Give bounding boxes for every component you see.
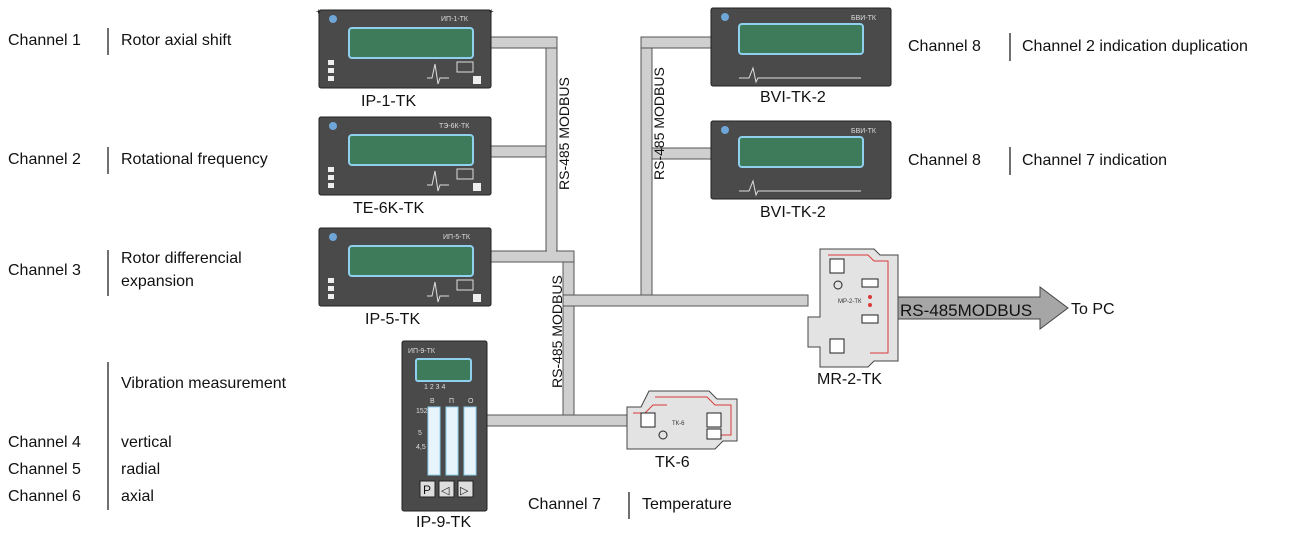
panel-title: БВИ-ТК: [851, 128, 877, 135]
bus-tap-ip5: [490, 250, 575, 263]
bus-label-lower: RS-485 MODBUS: [549, 275, 565, 388]
scale-label-a: О: [468, 398, 474, 405]
bar-radial: [445, 406, 459, 476]
indicator-icon: [473, 294, 481, 302]
gear-icon: [658, 430, 668, 440]
device-tk6: ТК-6: [626, 390, 738, 450]
ch7-desc: Temperature: [642, 496, 732, 513]
device-ip1-name: IP-1-TK: [361, 93, 416, 110]
terminal-icon: [829, 258, 845, 274]
tick-mid: 5: [418, 430, 422, 437]
ch1-label: Channel 1: [8, 32, 81, 49]
device-bvi1-name: BVI-TK-2: [760, 89, 826, 106]
svg-text:+: +: [489, 7, 494, 16]
device-ip5: ИП-5-ТК: [318, 227, 492, 307]
right-button[interactable]: [457, 480, 474, 498]
p-button[interactable]: [419, 480, 436, 498]
panel-title: МР-2-ТК: [838, 299, 862, 305]
bus-tap-ip9: [486, 414, 628, 427]
display-screen: [348, 134, 474, 166]
bus-tap-bvi1: [640, 36, 712, 49]
ch4-label: Channel 4: [8, 434, 81, 451]
ch8a-desc: Channel 2 indication duplication: [1022, 38, 1248, 55]
device-tk6-name: TK-6: [655, 454, 690, 471]
vibration-title: Vibration measurement: [121, 375, 287, 392]
device-bvi2: БВИ-ТК: [710, 120, 892, 200]
ch5-desc: radial: [121, 461, 160, 478]
ch6-desc: axial: [121, 488, 154, 505]
channel-labels-right: Channel 8 Channel 2 indication duplicati…: [908, 33, 1248, 175]
bar-axial: [463, 406, 477, 476]
logo-icon: [329, 122, 337, 130]
logo-icon: [329, 233, 337, 241]
device-bvi1: БВИ-ТК: [710, 7, 892, 87]
display-screen: [738, 23, 864, 55]
terminal-icon: [706, 412, 722, 428]
indicator-icon: [473, 76, 481, 84]
ch8b-label: Channel 8: [908, 152, 981, 169]
ch1-desc: Rotor axial shift: [121, 32, 232, 49]
left-button[interactable]: [438, 480, 455, 498]
left-arrow-icon: ◁: [441, 485, 450, 497]
ch8b-desc: Channel 7 indication: [1022, 152, 1167, 169]
panel-title: ИП-5-ТК: [443, 234, 471, 241]
arrow-to-pc: RS-485MODBUS To PC: [879, 286, 1115, 330]
p-button-label: P: [423, 483, 431, 497]
scale-label-r: П: [449, 398, 454, 405]
ch5-label: Channel 5: [8, 461, 81, 478]
tick-top: 152: [416, 408, 428, 415]
logo-icon: [721, 126, 729, 134]
logo-icon: [329, 15, 337, 23]
display-screen: [415, 358, 472, 382]
display-screen: [348, 245, 474, 277]
panel-title: ИП-1-ТК: [441, 16, 469, 23]
arrow-shape: [879, 286, 1069, 330]
ch3-label: Channel 3: [8, 262, 81, 279]
logo-icon: [721, 13, 729, 21]
channel-digits: 1 2 3 4: [424, 384, 446, 391]
gear-icon: [833, 280, 843, 290]
tick-low: 4,5: [416, 444, 426, 451]
device-ip9-name: IP-9-TK: [416, 514, 471, 531]
panel-title: БВИ-ТК: [851, 15, 877, 22]
display-screen: [738, 136, 864, 168]
terminal-icon: [829, 338, 845, 354]
ch8a-label: Channel 8: [908, 38, 981, 55]
device-ip1: ИП-1-ТК + +: [316, 7, 494, 89]
panel-title: ТК-6: [672, 421, 685, 427]
panel-title: ТЭ-6К-ТК: [439, 123, 470, 130]
bus-label-right: RS-485 MODBUS: [651, 67, 667, 180]
ch3-desc-line1: Rotor differencial: [121, 250, 242, 267]
ch6-label: Channel 6: [8, 488, 81, 505]
device-te6k-name: TE-6K-TK: [353, 200, 424, 217]
device-ip5-name: IP-5-TK: [365, 311, 420, 328]
indicator-icon: [473, 183, 481, 191]
device-bvi2-name: BVI-TK-2: [760, 204, 826, 221]
display-screen: [348, 27, 474, 59]
ch3-desc-line2: expansion: [121, 273, 194, 290]
to-pc-label: To PC: [1071, 301, 1115, 318]
right-arrow-icon: ▷: [460, 485, 469, 497]
channel-labels-left: Channel 1 Rotor axial shift Channel 2 Ro…: [8, 28, 732, 519]
device-mr2: МР-2-ТК: [807, 248, 899, 368]
device-ip9: ИП-9-ТК 1 2 3 4 В П О 152 5 4,5 P ◁ ▷: [401, 340, 488, 512]
terminal-icon: [640, 412, 656, 428]
scale-label-v: В: [430, 398, 435, 405]
ch7-label: Channel 7: [528, 496, 601, 513]
bar-vertical: [427, 406, 441, 476]
panel-title: ИП-9-ТК: [408, 348, 436, 355]
arrow-label: RS-485MODBUS: [900, 301, 1032, 320]
ch2-desc: Rotational frequency: [121, 151, 268, 168]
svg-text:+: +: [316, 7, 321, 16]
ch4-desc: vertical: [121, 434, 172, 451]
bus-label-upper: RS-485 MODBUS: [556, 77, 572, 190]
device-mr2-name: MR-2-TK: [817, 371, 882, 388]
bus-tap-te6k: [490, 145, 547, 158]
device-te6k: ТЭ-6К-ТК: [318, 116, 492, 196]
bus-main-horizontal: [562, 294, 809, 307]
ch2-label: Channel 2: [8, 151, 81, 168]
